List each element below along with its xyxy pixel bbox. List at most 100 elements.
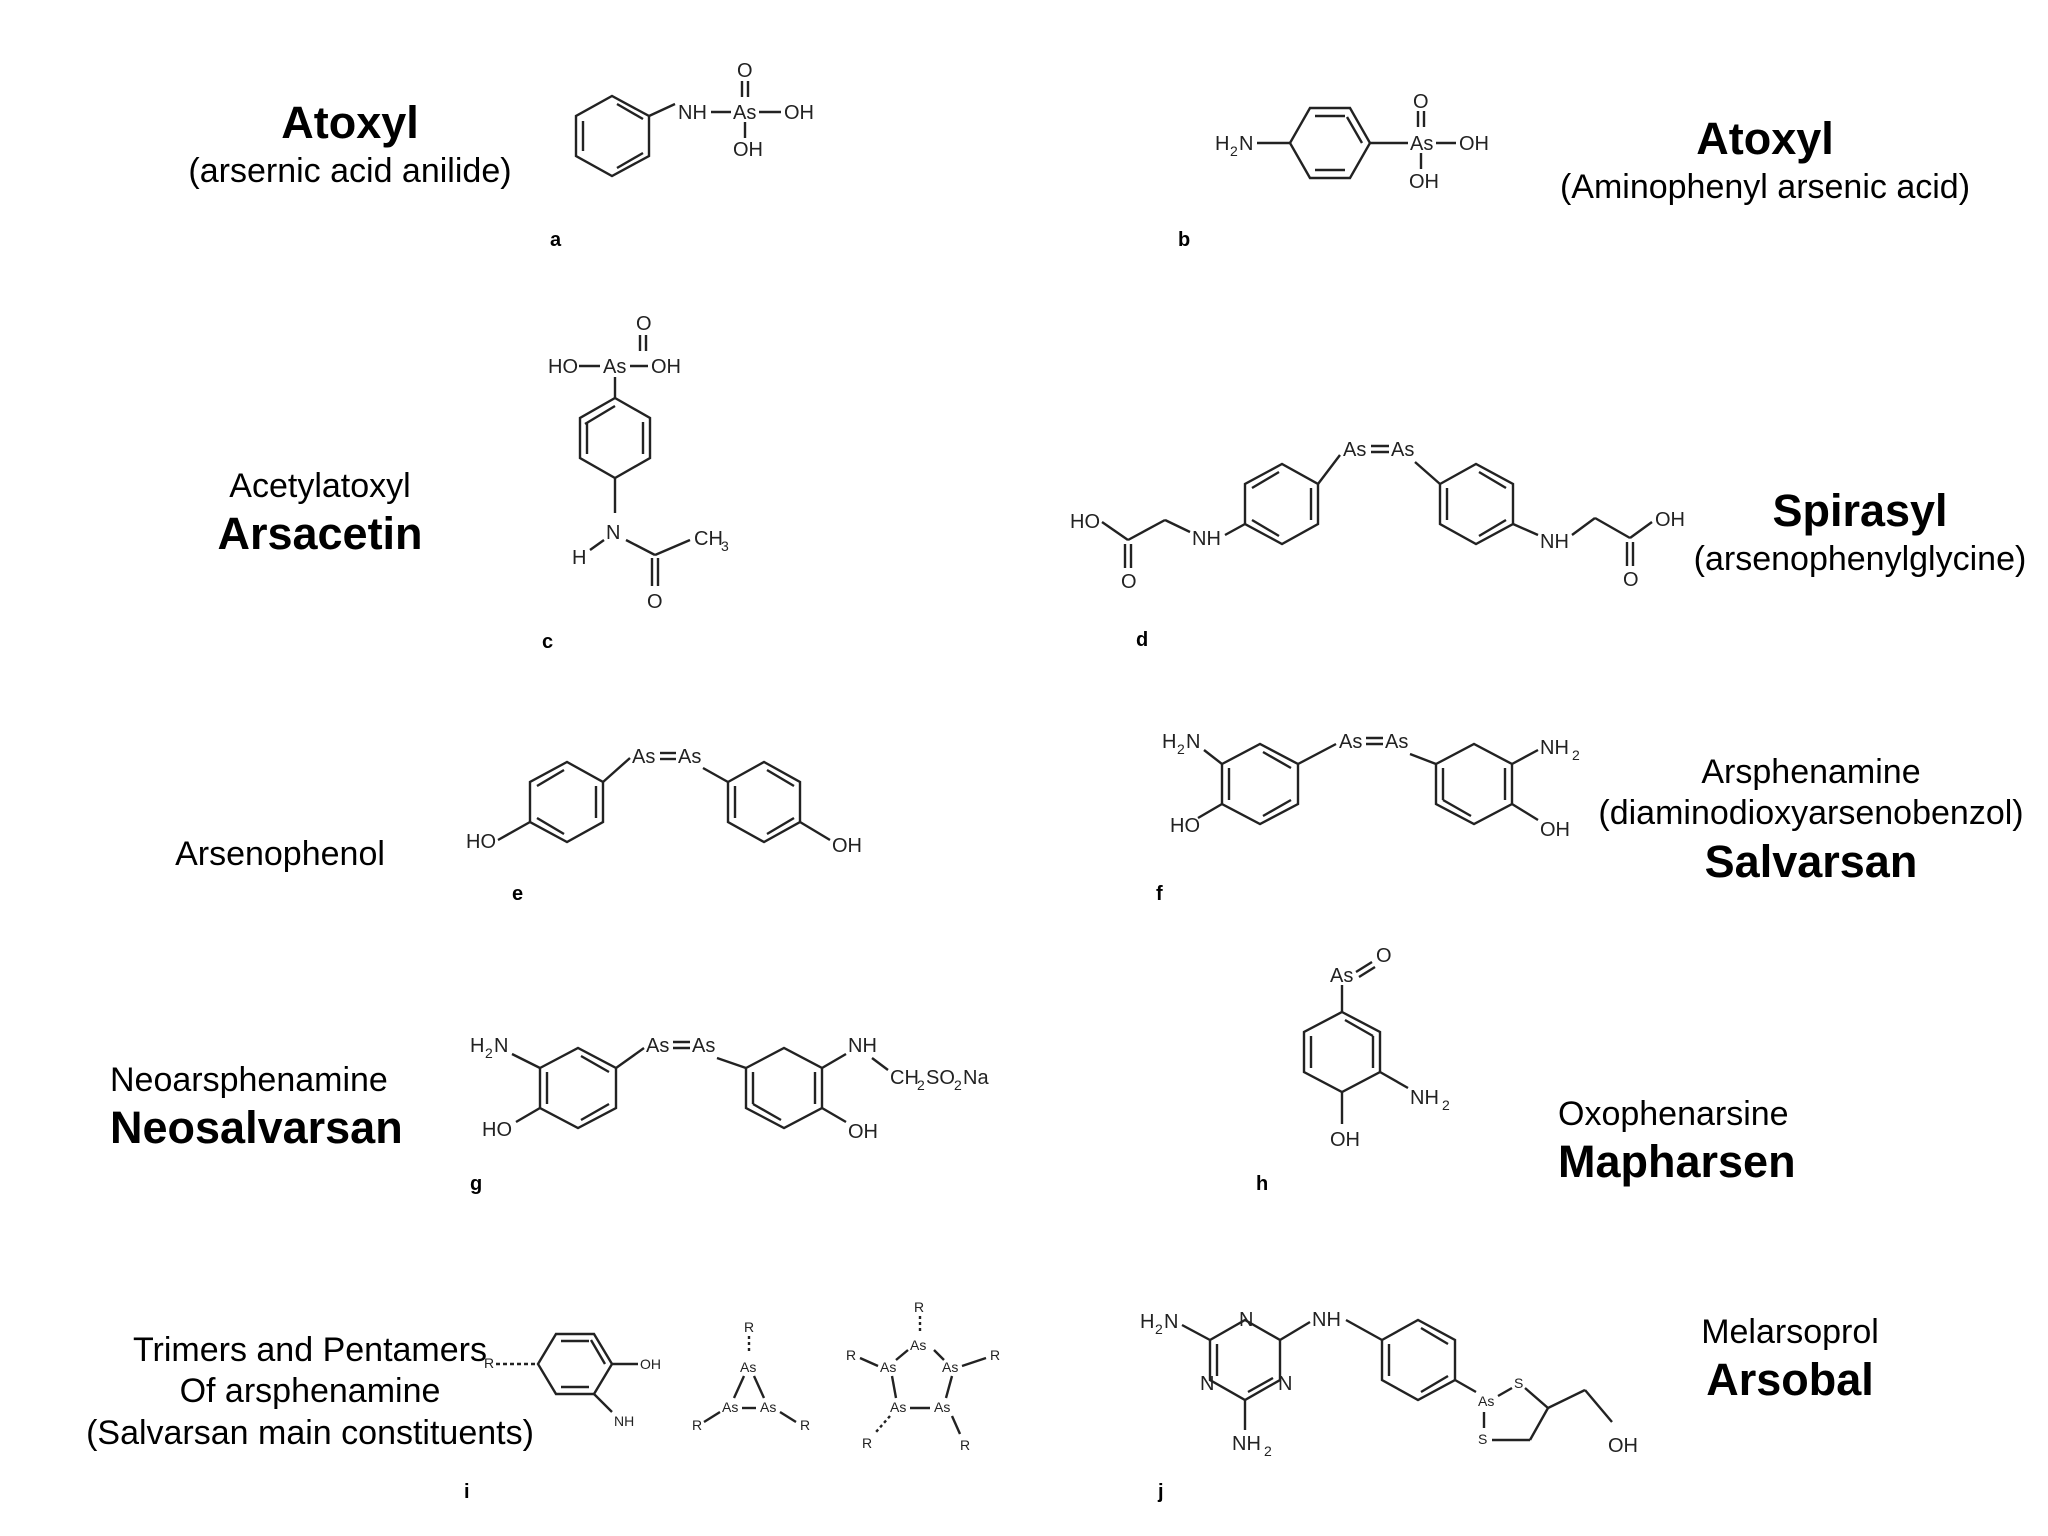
atom-subscript: 2 [1264,1443,1272,1459]
structure-e: HO As As OH [466,746,862,857]
atom-label: HO [1070,511,1100,533]
atom-label: R [914,1299,924,1315]
label-arsenophenol-e: Arsenophenol [140,834,420,875]
label-neosalvarsan-g: Neoarsphenamine Neosalvarsan [110,1060,420,1156]
structure-b: H 2 N As O OH OH [1215,91,1489,193]
atom-label: As [942,1359,958,1375]
atom-label: OH [1540,819,1570,841]
structure-d: HO O NH As As NH O OH [1070,439,1685,593]
atom-label: As [692,1035,715,1057]
atom-label: As [722,1399,738,1415]
structure-g: H 2 N HO As As NH CH 2 SO 2 Na OH [470,1035,989,1143]
atom-label: HO [466,831,496,853]
atom-label: N [1278,1373,1292,1395]
label-salvarsan-f: Arsphenamine (diaminodioxyarsenobenzol) … [1578,752,2044,890]
atom-label: As [1339,731,1362,753]
atom-label: H [1215,133,1229,155]
compound-name: Salvarsan [1704,835,1918,887]
structure-f: H 2 N HO As As NH 2 OH [1162,731,1580,841]
atom-label: As [632,746,655,768]
atom-label: OH [1459,133,1489,155]
atom-label: O [1121,571,1137,593]
atom-label: NH [614,1413,634,1429]
panel-letter-d: d [1136,629,1149,651]
atom-subscript: 3 [721,538,729,554]
atom-label: SO [926,1067,955,1089]
structure-c: O HO As OH N H CH 3 O [548,313,729,613]
atom-label: N [1239,1309,1253,1331]
atom-label: R [744,1319,754,1335]
atom-label: As [1478,1393,1494,1409]
atom-label: As [678,746,701,768]
compound-synonym: Arsphenamine [1701,753,1921,791]
atom-subscript: 2 [954,1077,962,1093]
atom-label: CH [694,528,723,550]
compound-name: Neosalvarsan [110,1102,403,1154]
atom-label: O [1623,569,1639,591]
atom-label: NH [1540,531,1569,553]
atom-label: As [733,102,756,124]
label-oligomers-i: Trimers and Pentamers Of arsphenamine (S… [60,1330,560,1454]
atom-label: N [1164,1311,1178,1333]
atom-label: OH [651,356,681,378]
compound-name: Atoxyl [281,97,419,148]
atom-label: CH [890,1067,919,1089]
atom-label: As [890,1399,906,1415]
atom-label: As [740,1359,756,1375]
compound-name: Arsenophenol [175,835,385,873]
atom-label: OH [1409,171,1439,193]
compound-synonym: Of arsphenamine [179,1372,441,1411]
atom-subscript: 2 [1442,1097,1450,1113]
atom-label: NH [1312,1309,1341,1331]
atom-label: Na [963,1067,989,1089]
compound-name: Arsacetin [217,508,423,560]
atom-label: As [1330,965,1353,987]
atom-label: OH [1330,1129,1360,1151]
panel-letter-e: e [512,883,524,905]
compound-synonym: Melarsoprol [1701,1313,1879,1351]
label-atoxyl-b: Atoxyl (Aminophenyl arsenic acid) [1530,112,2000,208]
label-arsacetin-c: Acetylatoxyl Arsacetin [170,466,470,562]
atom-label: NH [1192,528,1221,550]
compound-name: Atoxyl [1696,113,1834,164]
atom-label: O [1413,91,1429,113]
compound-description: (diaminodioxyarsenobenzol) [1598,794,2024,833]
atom-label: H [1140,1311,1154,1333]
atom-label: N [1200,1373,1214,1395]
compound-description: (arsernic acid anilide) [188,151,512,190]
structure-h: As O NH 2 OH [1302,945,1450,1151]
atom-label: OH [848,1121,878,1143]
atom-label: R [800,1417,810,1433]
atom-label: NH [678,102,707,124]
panel-letter-i: i [464,1481,470,1503]
atom-label: HO [548,356,578,378]
structure-j: H 2 N N N N NH NH 2 As S S OH [1140,1309,1638,1459]
panel-letter-h: h [1256,1173,1269,1195]
atom-label: N [494,1035,508,1057]
atom-label: As [646,1035,669,1057]
atom-label: As [1385,731,1408,753]
compound-name: Trimers and Pentamers [133,1331,487,1369]
label-spirasyl-d: Spirasyl (arsenophenylglycine) [1670,484,2048,580]
atom-label: As [603,356,626,378]
atom-label: OH [832,835,862,857]
atom-label: S [1514,1375,1523,1391]
panel-letter-g: g [470,1173,483,1195]
atom-subscript: 2 [485,1045,493,1061]
atom-label: OH [640,1356,661,1372]
atom-label: NH [1410,1087,1439,1109]
atom-label: R [960,1437,970,1453]
atom-label: HO [1170,815,1200,837]
atom-label: R [862,1435,872,1451]
panel-letter-b: b [1178,229,1191,251]
atom-label: N [606,522,620,544]
atom-label: NH [848,1035,877,1057]
label-mapharsen-h: Oxophenarsine Mapharsen [1558,1094,1858,1190]
structure-a: NH As O OH OH [574,60,814,178]
label-arsobal-j: Melarsoprol Arsobal [1640,1312,1940,1408]
atom-label: As [934,1399,950,1415]
panel-letter-c: c [542,631,554,653]
atom-label: O [1376,945,1392,967]
atom-label: H [572,547,586,569]
